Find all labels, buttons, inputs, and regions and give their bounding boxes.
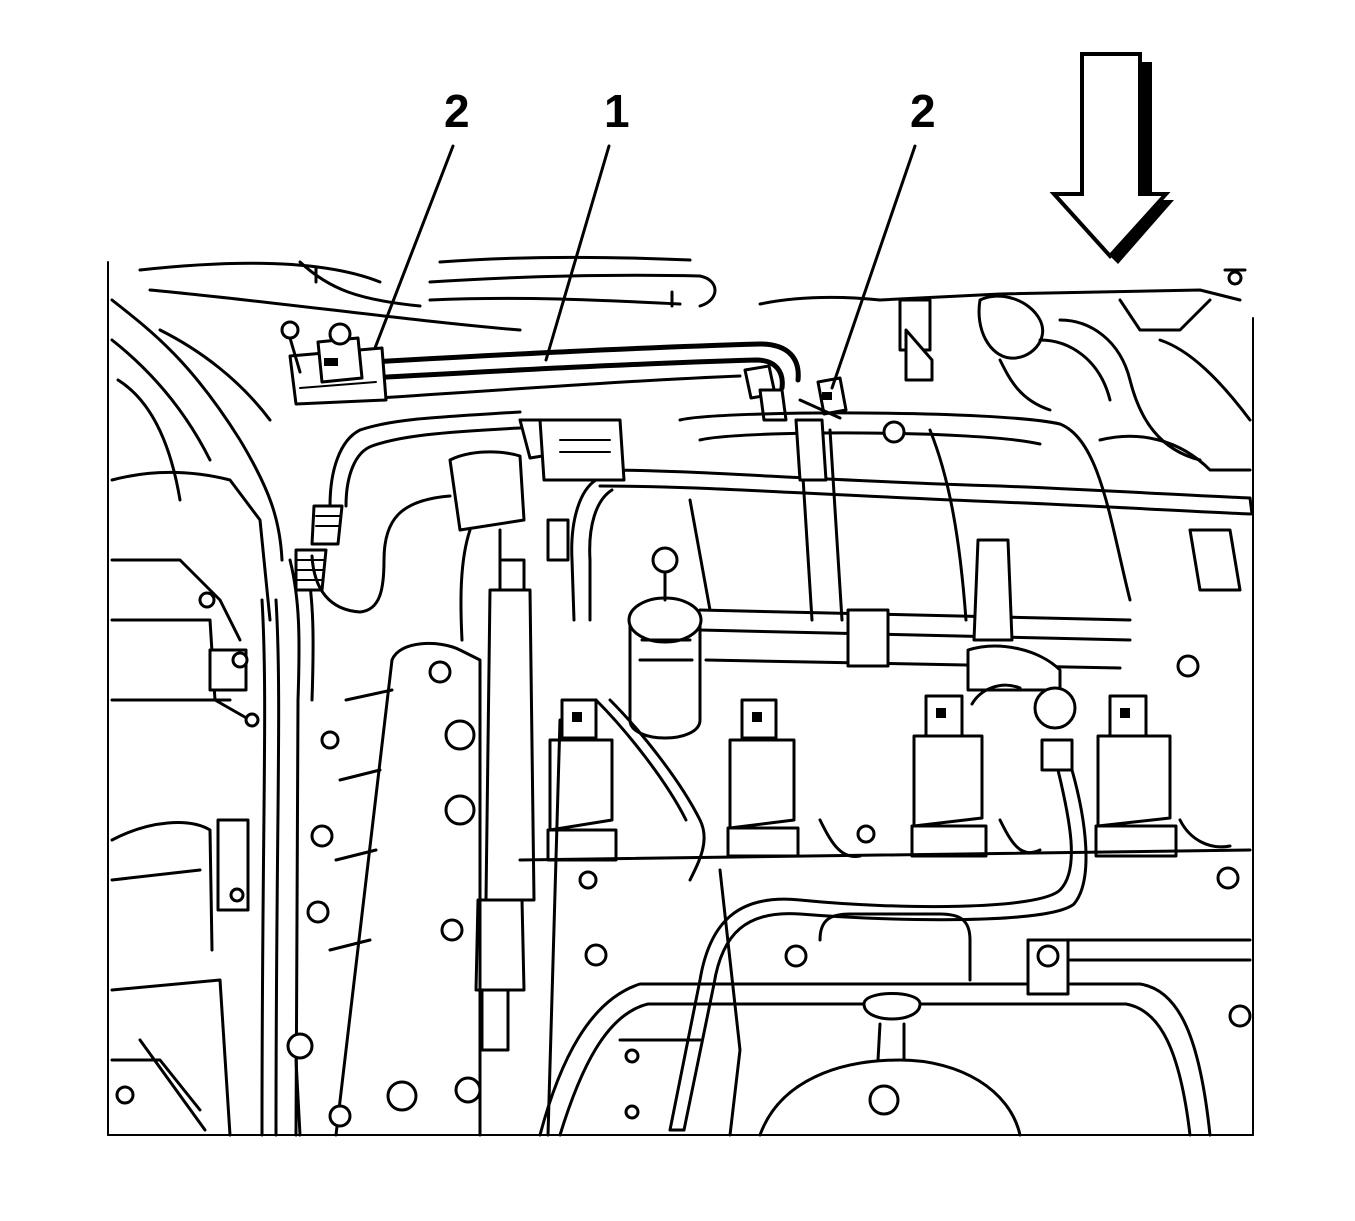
air-intake-hoses	[878, 268, 1252, 592]
item-2-left-bracket	[280, 320, 388, 406]
left-fender-structure	[110, 298, 284, 1137]
hood-panel	[138, 255, 882, 332]
fuel-rail	[440, 558, 536, 1052]
callout-1: 1	[604, 85, 630, 137]
callout-2-right: 2	[910, 85, 936, 137]
item-2-right-clip	[798, 376, 848, 420]
head-cover-left	[286, 641, 482, 1137]
intake-manifold	[678, 411, 1200, 692]
oil-filler-cap	[627, 546, 703, 740]
down-arrow-icon	[1049, 52, 1174, 264]
ignition-coil-1	[546, 698, 618, 890]
ignition-coil-3	[910, 694, 988, 858]
item-1-pipe	[367, 341, 801, 422]
vent-hose-left	[310, 410, 522, 614]
vacuum-line	[570, 468, 1254, 622]
sensor-bracket	[448, 418, 626, 642]
left-hose	[260, 504, 344, 1137]
callout-2-left: 2	[444, 85, 470, 137]
ignition-coil-4	[1094, 694, 1240, 890]
lower-engine-frame	[518, 718, 1252, 1137]
callout-leaders	[373, 144, 917, 390]
ignition-coil-2	[726, 698, 876, 858]
